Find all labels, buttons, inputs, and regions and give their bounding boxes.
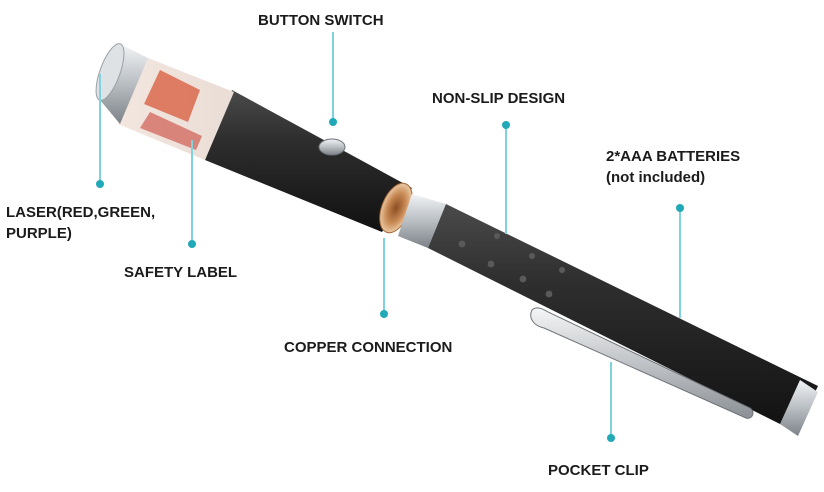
- dot-copper: [380, 310, 388, 318]
- label-non-slip-text: NON-SLIP DESIGN: [432, 90, 566, 107]
- pen-upper-section: [95, 43, 413, 234]
- pen-upper-body: [205, 90, 412, 232]
- label-copper-connection: COPPER CONNECTION: [284, 337, 452, 358]
- label-button-switch-text: BUTTON SWITCH: [258, 12, 384, 29]
- label-safety: SAFETY LABEL: [124, 262, 237, 283]
- label-batteries-line1: 2*AAA BATTERIES: [606, 148, 741, 165]
- battery-tube: [428, 204, 818, 432]
- pen-collar: [398, 194, 446, 248]
- non-slip-dots: [458, 233, 565, 298]
- label-pocket-clip: POCKET CLIP: [548, 460, 649, 481]
- label-laser-line2: PURPLE): [6, 225, 72, 242]
- dot-pocket-clip: [607, 434, 615, 442]
- end-cap: [780, 380, 818, 436]
- label-copper-text: COPPER CONNECTION: [284, 339, 453, 356]
- label-laser: LASER(RED,GREEN, PURPLE): [6, 202, 155, 244]
- label-safety-text: SAFETY LABEL: [124, 264, 238, 281]
- dot-non-slip: [502, 121, 510, 129]
- dot-batteries: [676, 204, 684, 212]
- label-laser-line1: LASER(RED,GREEN,: [6, 204, 156, 221]
- dot-laser: [96, 180, 104, 188]
- label-batteries: 2*AAA BATTERIES (not included): [606, 146, 740, 188]
- label-pocket-clip-text: POCKET CLIP: [548, 462, 649, 479]
- dot-button-switch: [329, 118, 337, 126]
- laser-head: [100, 44, 148, 124]
- pocket-clip: [530, 307, 754, 419]
- leader-lines: [96, 32, 684, 442]
- button-switch: [318, 138, 346, 156]
- safety-label-print: [144, 70, 200, 122]
- label-non-slip-design: NON-SLIP DESIGN: [432, 88, 565, 109]
- label-batteries-line2: (not included): [606, 169, 706, 186]
- label-button-switch: BUTTON SWITCH: [258, 10, 384, 31]
- dot-safety: [188, 240, 196, 248]
- pen-lower-section: [398, 194, 818, 436]
- safety-label-stripe: [140, 112, 202, 150]
